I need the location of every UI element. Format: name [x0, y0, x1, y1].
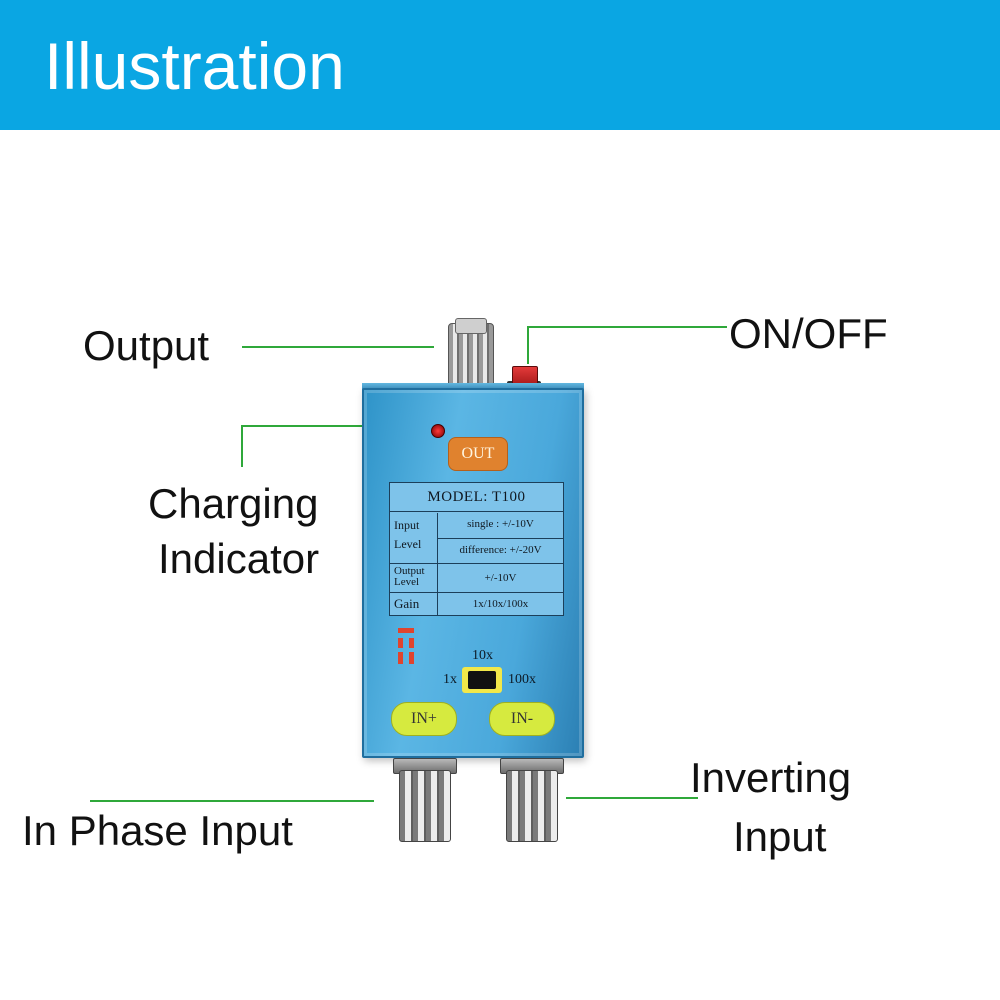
spec-model: MODEL: T100 — [390, 483, 563, 512]
label-inverting-input: Input — [733, 813, 827, 860]
label-in-phase-input: In Phase Input — [22, 807, 293, 854]
leader-charging-vertical — [241, 425, 243, 467]
spec-value-single: single : +/-10V — [467, 518, 534, 530]
spec-key-output-line1: Output — [394, 565, 425, 577]
spec-key-input-line1: Input — [394, 518, 420, 532]
spec-key-gain: Gain — [390, 593, 438, 615]
segment-display-icon — [396, 628, 416, 672]
label-inverting: Inverting — [690, 754, 852, 801]
leader-charging-horizontal — [241, 425, 427, 427]
spec-value-input: single : +/-10V difference: +/-20V — [438, 513, 563, 563]
spec-value-gain: 1x/10x/100x — [472, 598, 529, 610]
spec-key-input-line2: Level — [394, 537, 422, 551]
spec-panel: MODEL: T100 Input Level single : +/-10V … — [389, 482, 564, 616]
leader-on-off-horizontal — [527, 326, 727, 328]
gain-selector-knob — [468, 671, 496, 689]
in-phase-bnc-connector — [399, 770, 451, 842]
gain-label-100x: 100x — [508, 672, 536, 687]
spec-value-output: +/-10V — [484, 572, 517, 584]
output-bnc-cap — [455, 318, 487, 334]
spec-row-gain: Gain 1x/10x/100x — [390, 593, 563, 615]
leader-in-phase — [90, 800, 374, 802]
leader-inverting — [566, 797, 698, 799]
label-output: Output — [83, 322, 210, 369]
gain-label-10x: 10x — [472, 648, 493, 663]
spec-row-output: Output Level +/-10V — [390, 564, 563, 593]
label-indicator: Indicator — [158, 535, 320, 582]
spec-subdivider — [438, 538, 563, 539]
spec-value-difference: difference: +/-20V — [459, 544, 542, 556]
spec-key-output-line2: Level — [394, 576, 420, 588]
spec-key-input: Input Level — [390, 513, 438, 563]
label-on-off: ON/OFF — [729, 310, 888, 357]
label-charging: Charging — [148, 480, 319, 527]
page-title: Illustration — [44, 29, 345, 103]
out-badge: OUT — [448, 437, 508, 471]
header-banner: Illustration — [0, 0, 1000, 130]
leader-on-off-vertical — [527, 326, 529, 364]
leader-output — [242, 346, 434, 348]
spec-key-output: Output Level — [390, 564, 438, 592]
in-minus-badge: IN- — [489, 702, 555, 736]
charging-indicator-led — [431, 424, 445, 438]
gain-label-1x: 1x — [443, 672, 457, 687]
in-plus-badge: IN+ — [391, 702, 457, 736]
spec-row-input: Input Level single : +/-10V difference: … — [390, 513, 563, 564]
inverting-bnc-connector — [506, 770, 558, 842]
